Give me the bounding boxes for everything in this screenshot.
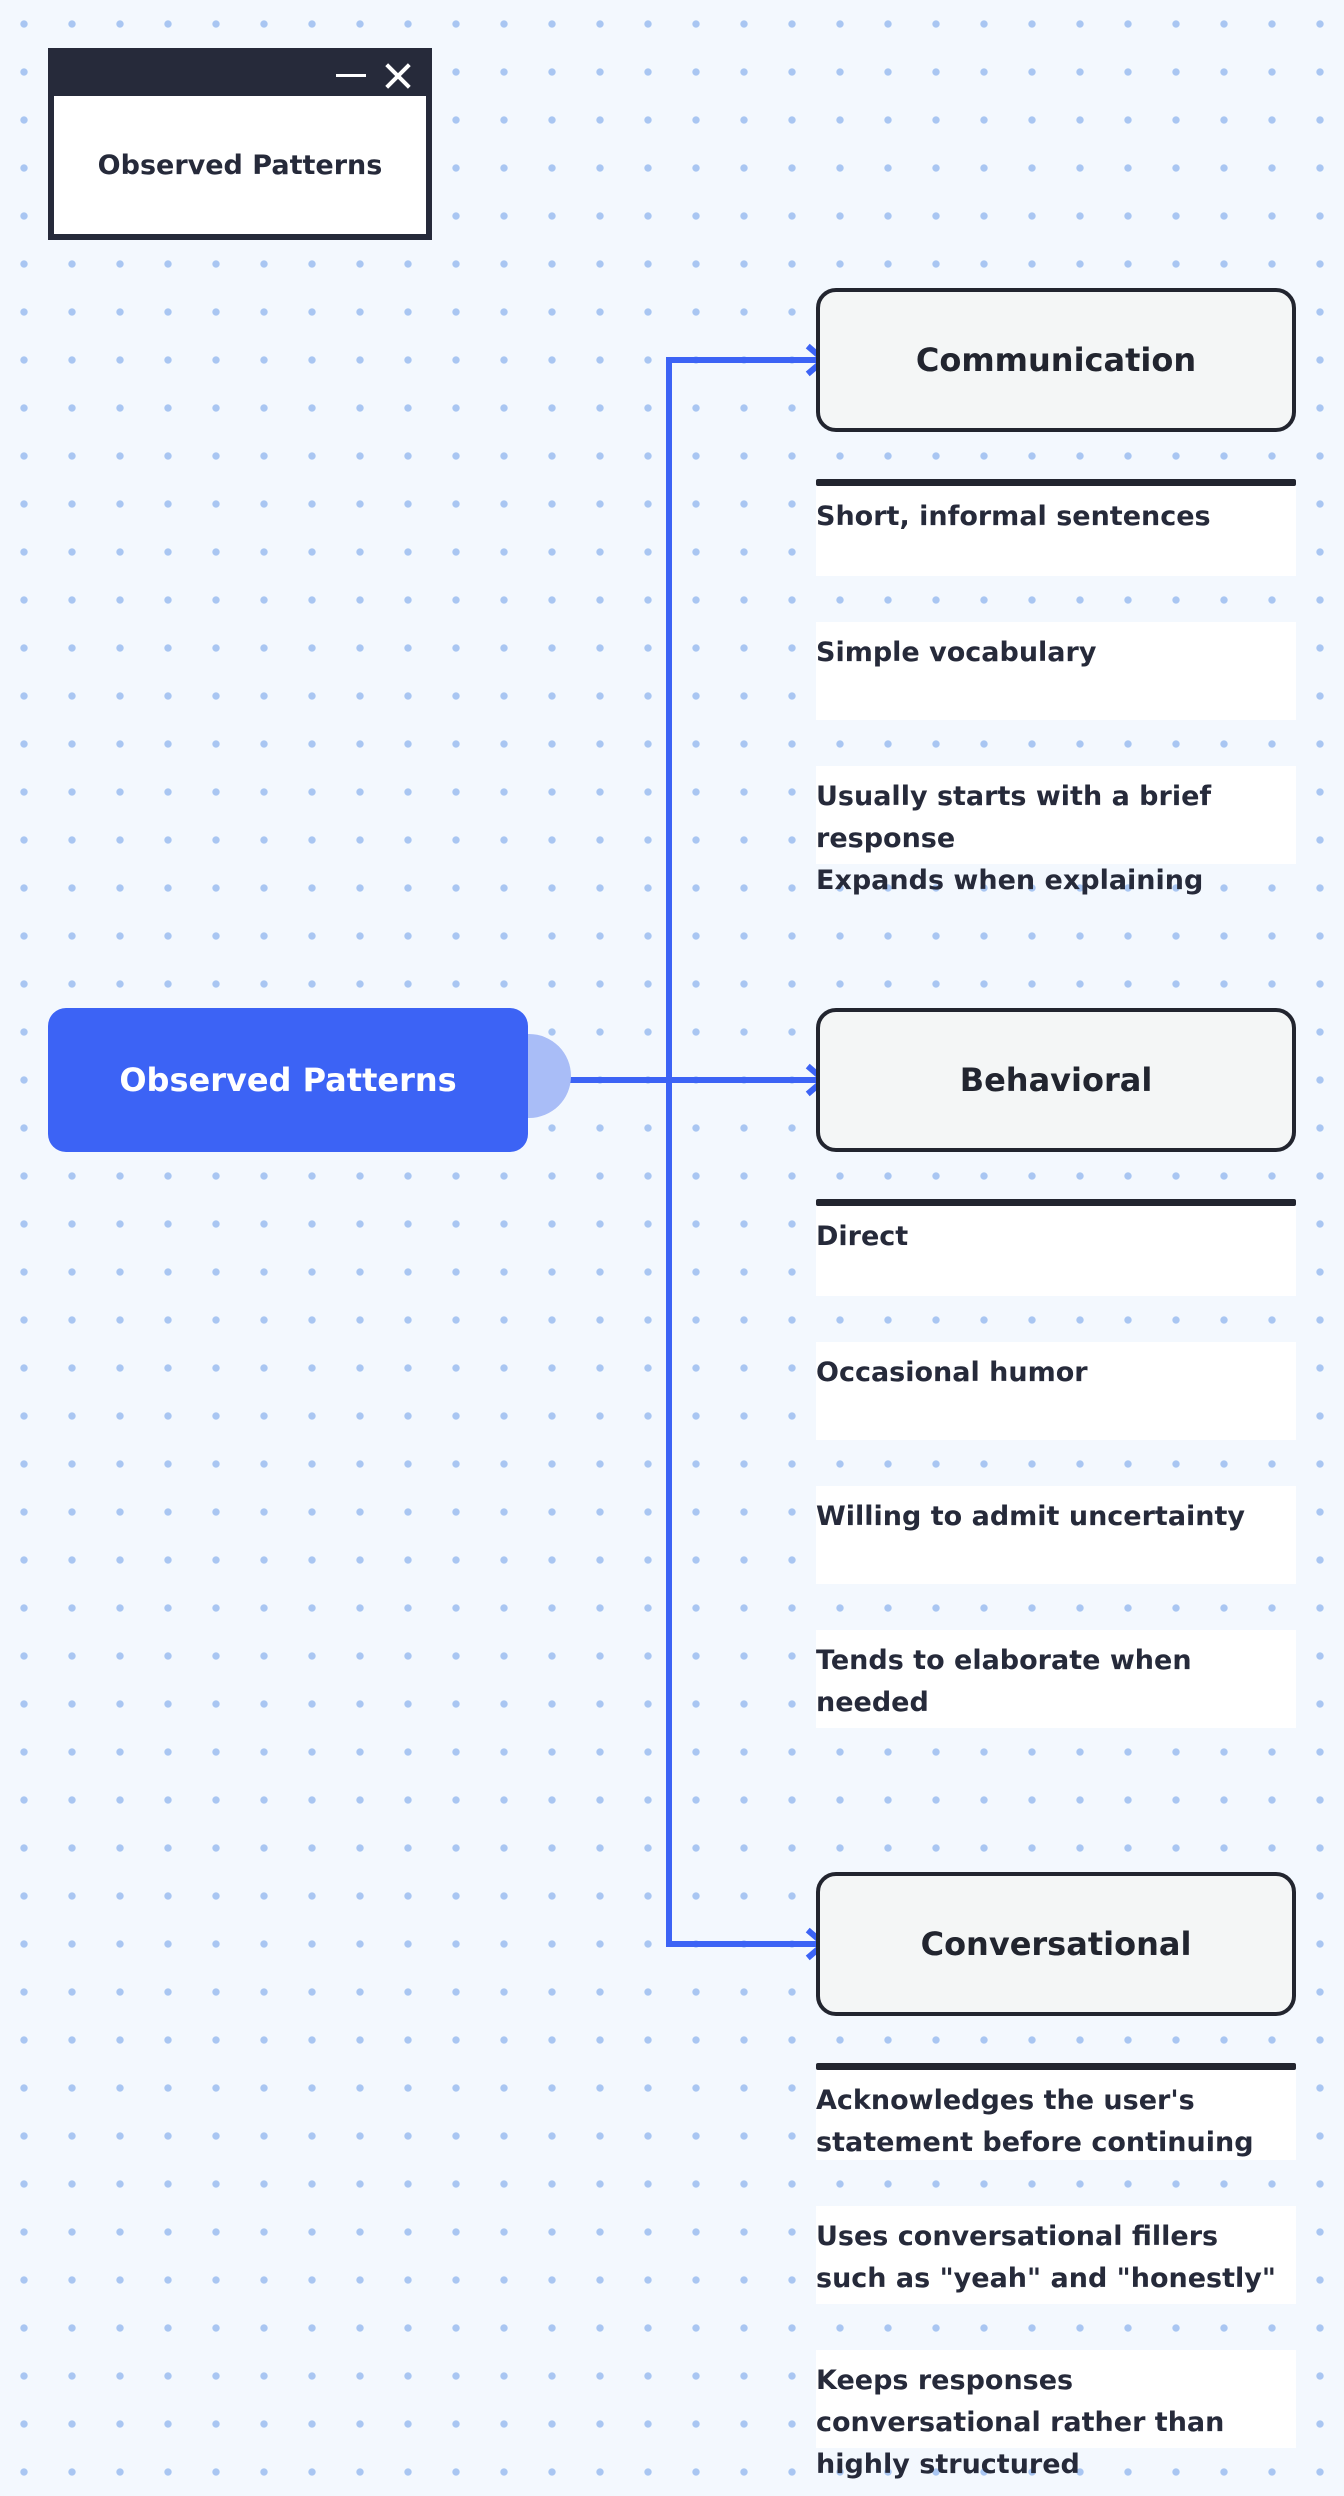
list-item: Direct bbox=[816, 1206, 1296, 1296]
category-divider-conversational bbox=[816, 2063, 1296, 2070]
mini-window: Observed Patterns bbox=[48, 48, 432, 240]
list-item: Willing to admit uncertainty bbox=[816, 1486, 1296, 1584]
window-title: Observed Patterns bbox=[97, 149, 383, 181]
list-item: Usually starts with a brief response Exp… bbox=[816, 766, 1296, 896]
list-item: Acknowledges the user's statement before… bbox=[816, 2070, 1296, 2160]
category-node-conversational[interactable]: Conversational bbox=[816, 1872, 1296, 2016]
list-item: Simple vocabulary bbox=[816, 622, 1296, 720]
category-node-communication[interactable]: Communication bbox=[816, 288, 1296, 432]
close-icon[interactable] bbox=[384, 62, 412, 90]
list-item: Occasional humor bbox=[816, 1342, 1296, 1440]
root-node[interactable]: Observed Patterns bbox=[48, 1008, 528, 1152]
category-divider-communication bbox=[816, 479, 1296, 486]
category-node-behavioral[interactable]: Behavioral bbox=[816, 1008, 1296, 1152]
list-item: Tends to elaborate when needed bbox=[816, 1630, 1296, 1728]
category-divider-behavioral bbox=[816, 1199, 1296, 1206]
list-item: Uses conversational fillers such as "yea… bbox=[816, 2206, 1296, 2304]
minimize-icon[interactable] bbox=[336, 74, 366, 77]
window-titlebar[interactable] bbox=[54, 54, 426, 96]
list-item: Short, informal sentences bbox=[816, 486, 1296, 576]
list-item: Keeps responses conversational rather th… bbox=[816, 2350, 1296, 2480]
